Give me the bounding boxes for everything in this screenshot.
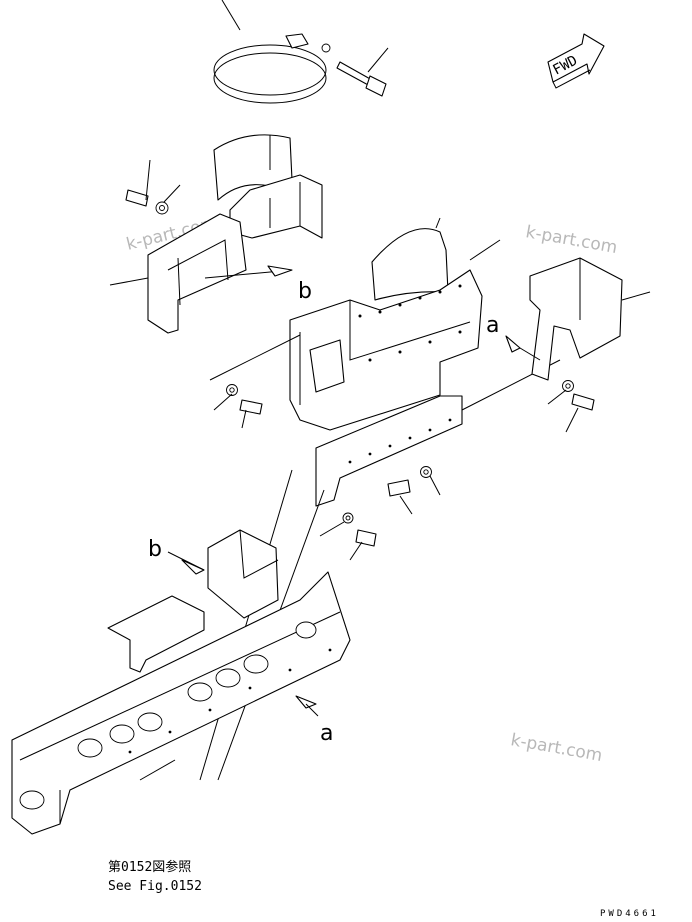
- forward-direction-arrow: FWD: [547, 33, 605, 89]
- left-bracket: [109, 213, 293, 334]
- base-support-plate: [107, 595, 205, 673]
- watermark-text: k-part.com: [509, 730, 604, 766]
- base-duct: [167, 529, 279, 619]
- reference-en: See Fig.0152: [108, 879, 202, 894]
- upper-heat-shield: [213, 134, 323, 239]
- drawing-code: PWD4661: [600, 909, 659, 919]
- left-bolt-washer: [125, 159, 181, 215]
- right-bracket: [505, 257, 651, 381]
- watermark-text: k-part.com: [524, 222, 619, 258]
- base-frame: [11, 571, 351, 835]
- round-shield: [371, 217, 449, 301]
- callout-b-top: b: [298, 279, 312, 304]
- clamp-band: [213, 0, 331, 104]
- reference-jp: 第0152図参照: [108, 859, 191, 875]
- main-cover: [209, 239, 501, 431]
- clamp-bolt: [336, 47, 389, 97]
- mid-bolts-washers: [213, 380, 595, 561]
- callout-a-top: a: [486, 313, 499, 338]
- callout-a-bottom: a: [320, 721, 333, 746]
- callout-b-bottom: b: [148, 537, 162, 562]
